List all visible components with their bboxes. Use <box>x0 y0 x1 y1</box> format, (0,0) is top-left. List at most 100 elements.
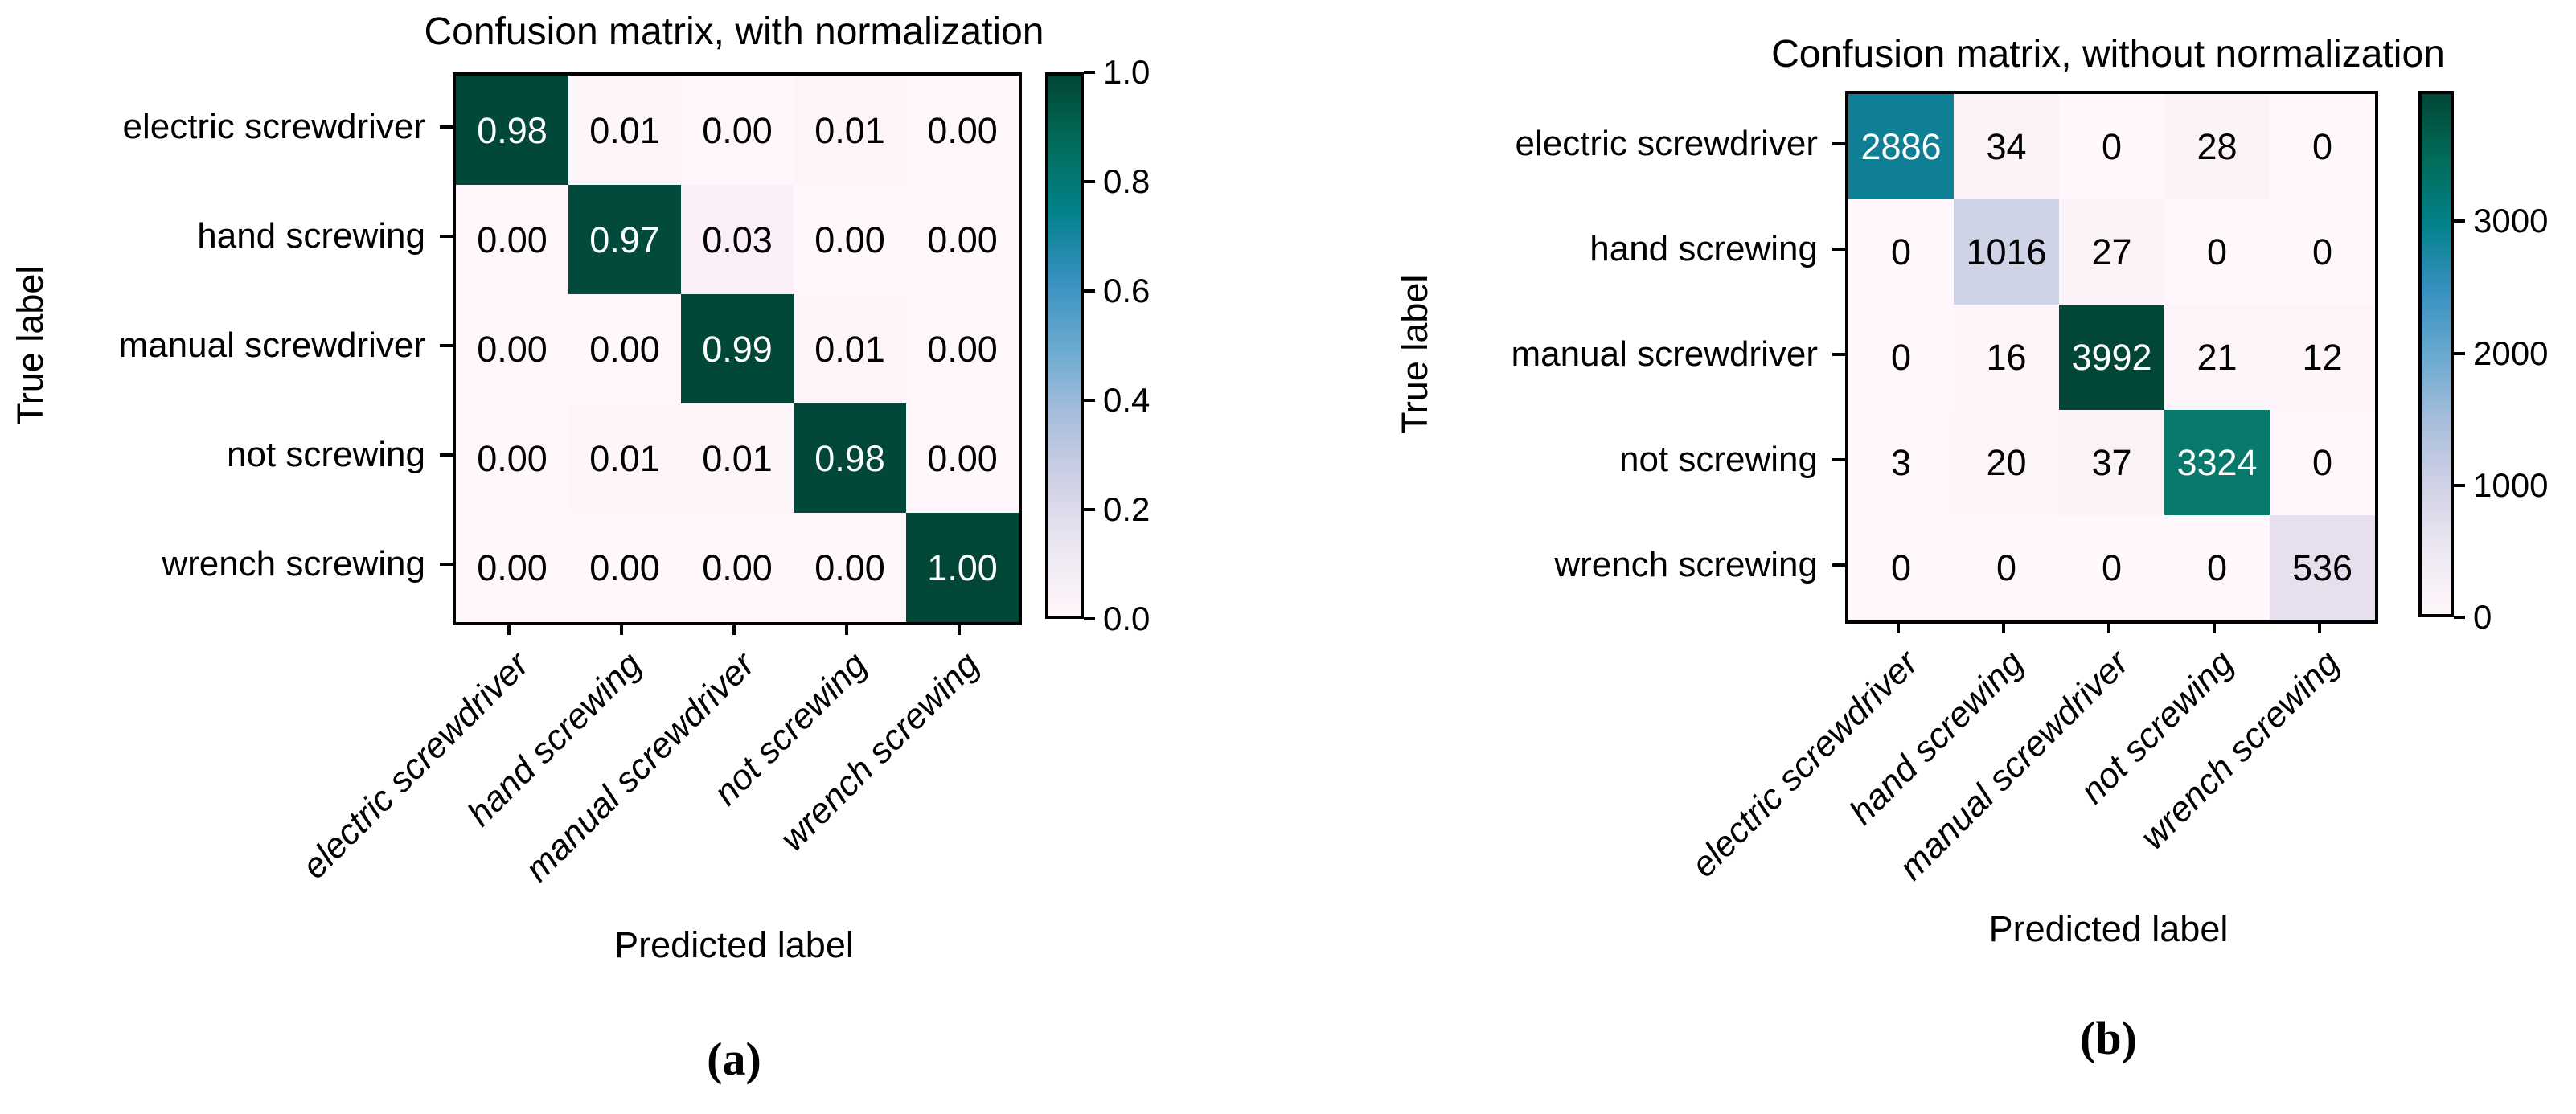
matrix-cell: 0 <box>2164 199 2270 305</box>
matrix-cell: 0.00 <box>681 76 794 185</box>
cell-value: 21 <box>2197 337 2238 378</box>
cell-value: 0.97 <box>589 219 660 260</box>
colorbar-tick: 3000 <box>2454 204 2548 238</box>
matrix-cell: 0.98 <box>794 403 906 513</box>
matrix-cell: 0 <box>2270 410 2375 515</box>
x-tick-mark <box>845 622 848 635</box>
y-tick-label: not screwing <box>226 435 425 474</box>
cell-value: 0.98 <box>814 437 885 479</box>
cell-value: 0.00 <box>702 547 773 588</box>
colorbar-tick: 1.0 <box>1084 55 1150 89</box>
cell-value: 20 <box>1986 442 2027 483</box>
cell-value: 0 <box>2101 126 2123 167</box>
cell-value: 0 <box>2311 442 2333 483</box>
y-tick-mark <box>1832 247 1845 251</box>
matrix-cell: 2886 <box>1848 94 1954 199</box>
cell-value: 0.00 <box>927 109 998 151</box>
cell-value: 0 <box>1996 547 2017 588</box>
colorbar-tick-label: 0.6 <box>1103 272 1151 309</box>
matrix-cell: 28 <box>2164 94 2270 199</box>
cell-value: 3324 <box>2176 442 2258 483</box>
matrix-cell: 3992 <box>2059 305 2164 410</box>
matrix-cell: 0 <box>2270 94 2375 199</box>
matrix-cell: 1016 <box>1954 199 2059 305</box>
colorbar-tick-label: 0.0 <box>1103 600 1151 637</box>
cell-value: 12 <box>2302 337 2343 378</box>
matrix-cell: 27 <box>2059 199 2164 305</box>
cell-value: 0 <box>2206 231 2228 272</box>
y-tick-label: electric screwdriver <box>1515 123 1818 163</box>
matrix-cell: 3 <box>1848 410 1954 515</box>
matrix-cell: 16 <box>1954 305 2059 410</box>
cell-value: 0 <box>1890 547 1912 588</box>
matrix-cell: 0.00 <box>568 513 681 622</box>
cell-value: 0 <box>2101 547 2123 588</box>
cell-value: 3 <box>1890 442 1912 483</box>
colorbar-tick-mark <box>1084 617 1095 620</box>
cell-value: 34 <box>1986 126 2027 167</box>
y-tick-mark <box>1832 352 1845 356</box>
y-tick-label: hand screwing <box>1589 228 1818 268</box>
matrix-cell: 0.00 <box>456 294 568 403</box>
cell-value: 0.01 <box>702 437 773 479</box>
matrix-cell: 0.01 <box>568 403 681 513</box>
cell-value: 0.99 <box>702 328 773 370</box>
matrix-cell: 0.00 <box>456 185 568 294</box>
cell-value: 27 <box>2091 231 2132 272</box>
matrix-cell: 0.03 <box>681 185 794 294</box>
matrix-cell: 0 <box>1848 199 1954 305</box>
y-tick-label: hand screwing <box>197 216 425 256</box>
panel-a-colorbar-gradient <box>1045 72 1084 619</box>
colorbar-tick-label: 0.4 <box>1103 381 1151 419</box>
cell-value: 3992 <box>2071 337 2152 378</box>
matrix-cell: 1.00 <box>906 513 1019 622</box>
x-tick-label: wrench screwing <box>773 645 987 859</box>
matrix-cell: 0.01 <box>794 76 906 185</box>
matrix-cell: 0.00 <box>568 294 681 403</box>
y-tick-mark <box>440 235 453 238</box>
x-tick-mark <box>2106 620 2110 633</box>
cell-value: 0 <box>1890 337 1912 378</box>
matrix-cell: 34 <box>1954 94 2059 199</box>
matrix-cell: 0.00 <box>906 403 1019 513</box>
y-tick-mark <box>440 344 453 347</box>
cell-value: 37 <box>2091 442 2132 483</box>
y-tick-label: manual screwdriver <box>118 326 425 365</box>
y-tick-row: not screwing <box>0 400 453 510</box>
matrix-cell: 0 <box>1954 515 2059 620</box>
colorbar-tick: 1000 <box>2454 465 2549 504</box>
matrix-cell: 0.00 <box>681 513 794 622</box>
colorbar-tick-label: 1000 <box>2473 465 2549 504</box>
colorbar-tick: 0.0 <box>1084 602 1150 636</box>
y-tick-row: manual screwdriver <box>1439 301 1845 407</box>
colorbar-tick: 0.6 <box>1084 274 1150 308</box>
cell-value: 0.03 <box>702 219 773 260</box>
cell-value: 0.00 <box>477 219 548 260</box>
x-tick-mark <box>732 622 736 635</box>
y-tick-label: not screwing <box>1618 439 1818 479</box>
x-tick-mark <box>2001 620 2005 633</box>
y-tick-mark <box>1832 563 1845 567</box>
cell-value: 0.00 <box>477 437 548 479</box>
matrix-cell: 0.01 <box>794 294 906 403</box>
colorbar-tick-mark <box>2454 219 2465 223</box>
matrix-cell: 37 <box>2059 410 2164 515</box>
colorbar-tick-label: 2000 <box>2473 334 2549 372</box>
cell-value: 16 <box>1986 337 2027 378</box>
colorbar-tick-label: 0.2 <box>1103 490 1151 528</box>
matrix-cell: 0 <box>2164 515 2270 620</box>
cell-value: 1016 <box>1966 231 2047 272</box>
y-tick-label: manual screwdriver <box>1511 334 1818 374</box>
x-tick-mark <box>1896 620 1900 633</box>
x-tick-mark <box>2212 620 2216 633</box>
matrix-cell: 0.01 <box>568 76 681 185</box>
colorbar-tick-mark <box>1084 71 1095 74</box>
matrix-cell: 536 <box>2270 515 2375 620</box>
matrix-cell: 0 <box>2270 199 2375 305</box>
matrix-cell: 0 <box>2059 94 2164 199</box>
panel-b-title: Confusion matrix, without normalization <box>1771 33 2445 76</box>
